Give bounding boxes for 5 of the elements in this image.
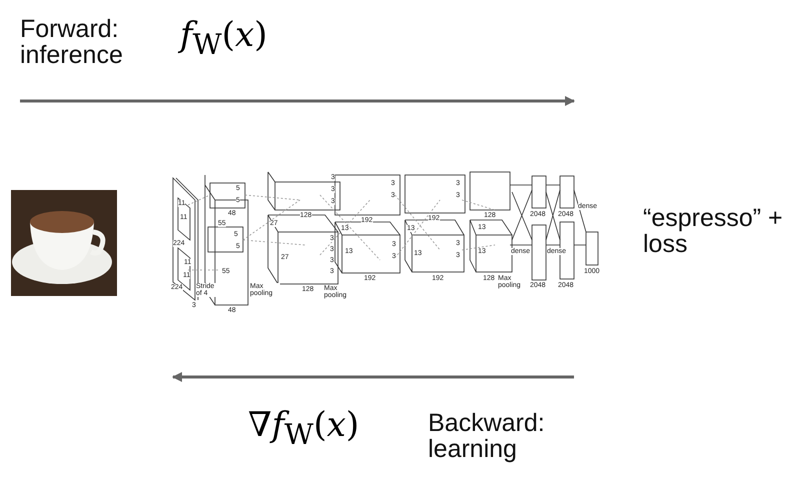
output-label: “espresso” + loss — [643, 205, 784, 258]
formula: ∇f$_{W}$(x) — [248, 408, 360, 450]
heading: Backward: learning — [428, 410, 546, 462]
heading: Forward: inference — [20, 16, 124, 68]
formula: f$_{W}$(x) — [180, 18, 268, 60]
